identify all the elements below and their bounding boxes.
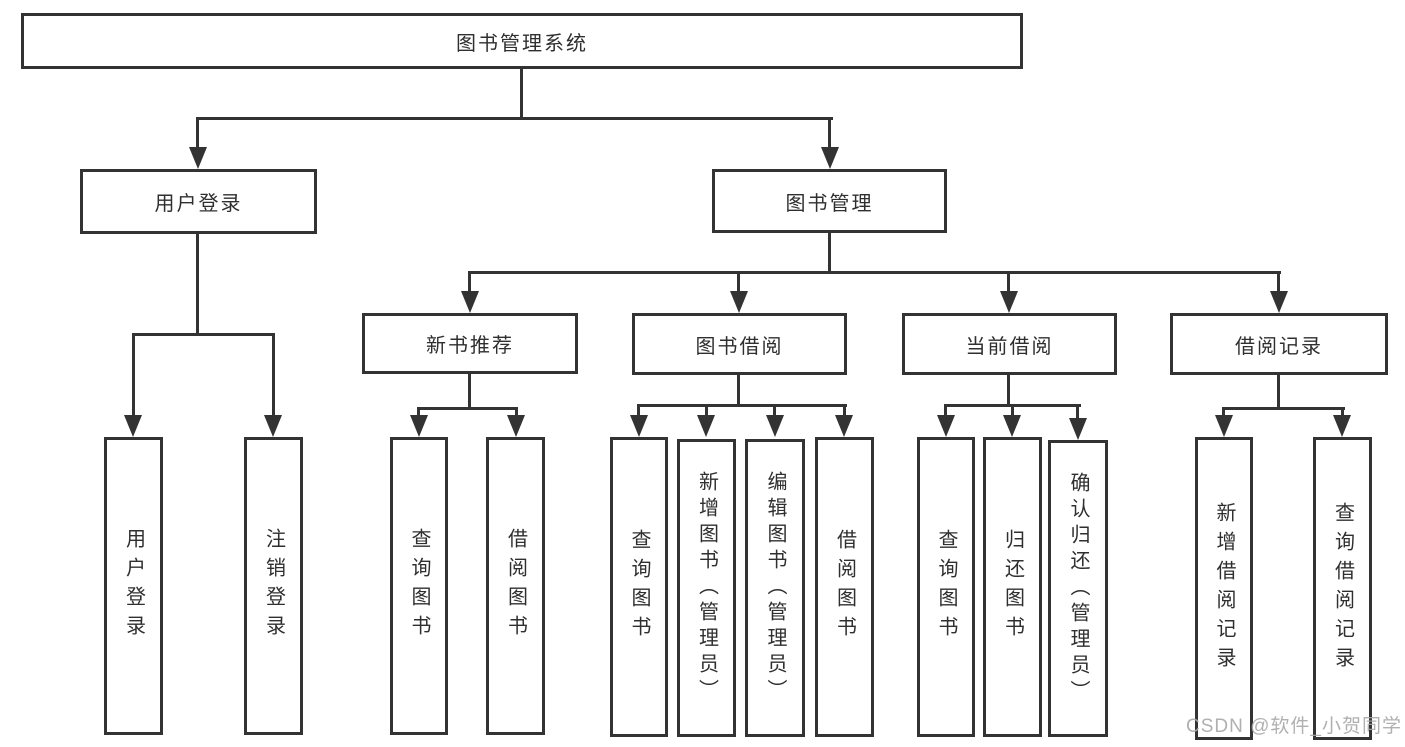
leaf-borrowing-add-books-admin: 新增图书（管理员）: [677, 439, 736, 737]
node-label: 用户登录: [154, 193, 243, 215]
connector: [520, 69, 523, 120]
connector: [1007, 375, 1010, 407]
connector: [944, 404, 947, 419]
arrow-down-icon: [1000, 291, 1018, 313]
node-label: 注销登录: [262, 528, 285, 644]
arrow-down-icon: [1069, 418, 1087, 440]
node-label: 查询图书: [408, 528, 430, 644]
node-label: 新增图书（管理员）: [695, 471, 718, 705]
arrow-down-icon: [766, 415, 784, 437]
connector: [637, 404, 847, 407]
connector: [196, 117, 833, 120]
connector: [1277, 271, 1280, 295]
connector: [1011, 404, 1014, 419]
connector: [1341, 407, 1344, 419]
node-label: 当前借阅: [965, 335, 1054, 358]
node-borrow-records: 借阅记录: [1170, 313, 1388, 375]
leaf-current-confirm-return-admin: 确认归还（管理员）: [1048, 440, 1108, 737]
leaf-recommend-borrow-books: 借阅图书: [486, 437, 545, 735]
connector: [737, 375, 740, 407]
node-label: 新书推荐: [426, 335, 514, 357]
arrow-down-icon: [1333, 415, 1351, 437]
node-book-borrowing: 图书借阅: [632, 313, 847, 375]
arrow-down-icon: [821, 147, 839, 169]
connector: [637, 404, 640, 419]
connector: [515, 407, 518, 419]
connector: [468, 271, 1281, 274]
node-user-login: 用户登录: [80, 169, 317, 234]
node-label: 借阅记录: [1235, 335, 1323, 358]
leaf-current-query-books: 查询图书: [917, 437, 975, 737]
leaf-borrowing-borrow-books: 借阅图书: [815, 437, 874, 737]
node-book-management: 图书管理: [712, 169, 947, 233]
connector: [773, 404, 776, 419]
connector: [417, 407, 420, 419]
node-new-book-recommend: 新书推荐: [362, 313, 578, 374]
connector: [132, 333, 135, 419]
arrow-down-icon: [189, 147, 207, 169]
leaf-records-query-record: 查询借阅记录: [1313, 437, 1372, 740]
connector: [1277, 375, 1280, 410]
connector: [1076, 404, 1079, 419]
node-label: 借阅图书: [833, 529, 856, 645]
node-label: 借阅图书: [504, 528, 527, 644]
arrow-down-icon: [410, 415, 428, 437]
connector: [417, 407, 518, 410]
connector: [1222, 407, 1345, 410]
node-current-borrowing: 当前借阅: [902, 313, 1117, 375]
connector: [132, 333, 275, 336]
node-label: 图书借阅: [695, 335, 784, 358]
connector: [828, 233, 831, 274]
connector: [468, 271, 471, 295]
leaf-borrowing-query-books: 查询图书: [610, 437, 668, 737]
arrow-down-icon: [835, 415, 853, 437]
arrow-down-icon: [264, 415, 282, 437]
watermark-text: CSDN @软件_小贺同学: [1186, 716, 1402, 737]
connector: [272, 333, 275, 419]
arrow-down-icon: [630, 415, 648, 437]
connector: [843, 404, 846, 419]
arrow-down-icon: [461, 291, 479, 313]
node-label: 用户登录: [122, 528, 145, 644]
connector: [468, 374, 471, 410]
arrow-down-icon: [1215, 415, 1233, 437]
arrow-down-icon: [1003, 415, 1021, 437]
connector: [705, 404, 708, 419]
connector: [196, 117, 199, 151]
leaf-user-login: 用户登录: [104, 437, 163, 735]
node-label: 确认归还（管理员）: [1067, 471, 1089, 706]
connector: [196, 234, 199, 335]
leaf-logout: 注销登录: [244, 437, 303, 735]
arrow-down-icon: [730, 291, 748, 313]
node-label: 归还图书: [1001, 529, 1024, 645]
node-label: 查询借阅记录: [1331, 501, 1354, 676]
arrow-down-icon: [937, 415, 955, 437]
connector: [828, 117, 831, 151]
arrow-down-icon: [507, 415, 525, 437]
leaf-borrowing-edit-books-admin: 编辑图书（管理员）: [745, 439, 805, 737]
arrow-down-icon: [1270, 291, 1288, 313]
node-system-root: 图书管理系统: [21, 13, 1023, 69]
leaf-recommend-query-books: 查询图书: [390, 437, 448, 735]
node-label: 编辑图书（管理员）: [764, 471, 786, 705]
node-label: 图书管理系统: [456, 32, 588, 55]
leaf-current-return-books: 归还图书: [983, 437, 1042, 737]
node-label: 新增借阅记录: [1213, 501, 1235, 676]
node-label: 查询图书: [628, 529, 650, 645]
leaf-records-add-record: 新增借阅记录: [1195, 437, 1253, 740]
node-label: 查询图书: [935, 529, 957, 645]
arrow-down-icon: [697, 415, 715, 437]
connector: [1222, 407, 1225, 419]
node-label: 图书管理: [785, 192, 874, 215]
arrow-down-icon: [124, 415, 142, 437]
connector: [1007, 271, 1010, 295]
connector: [737, 271, 740, 295]
